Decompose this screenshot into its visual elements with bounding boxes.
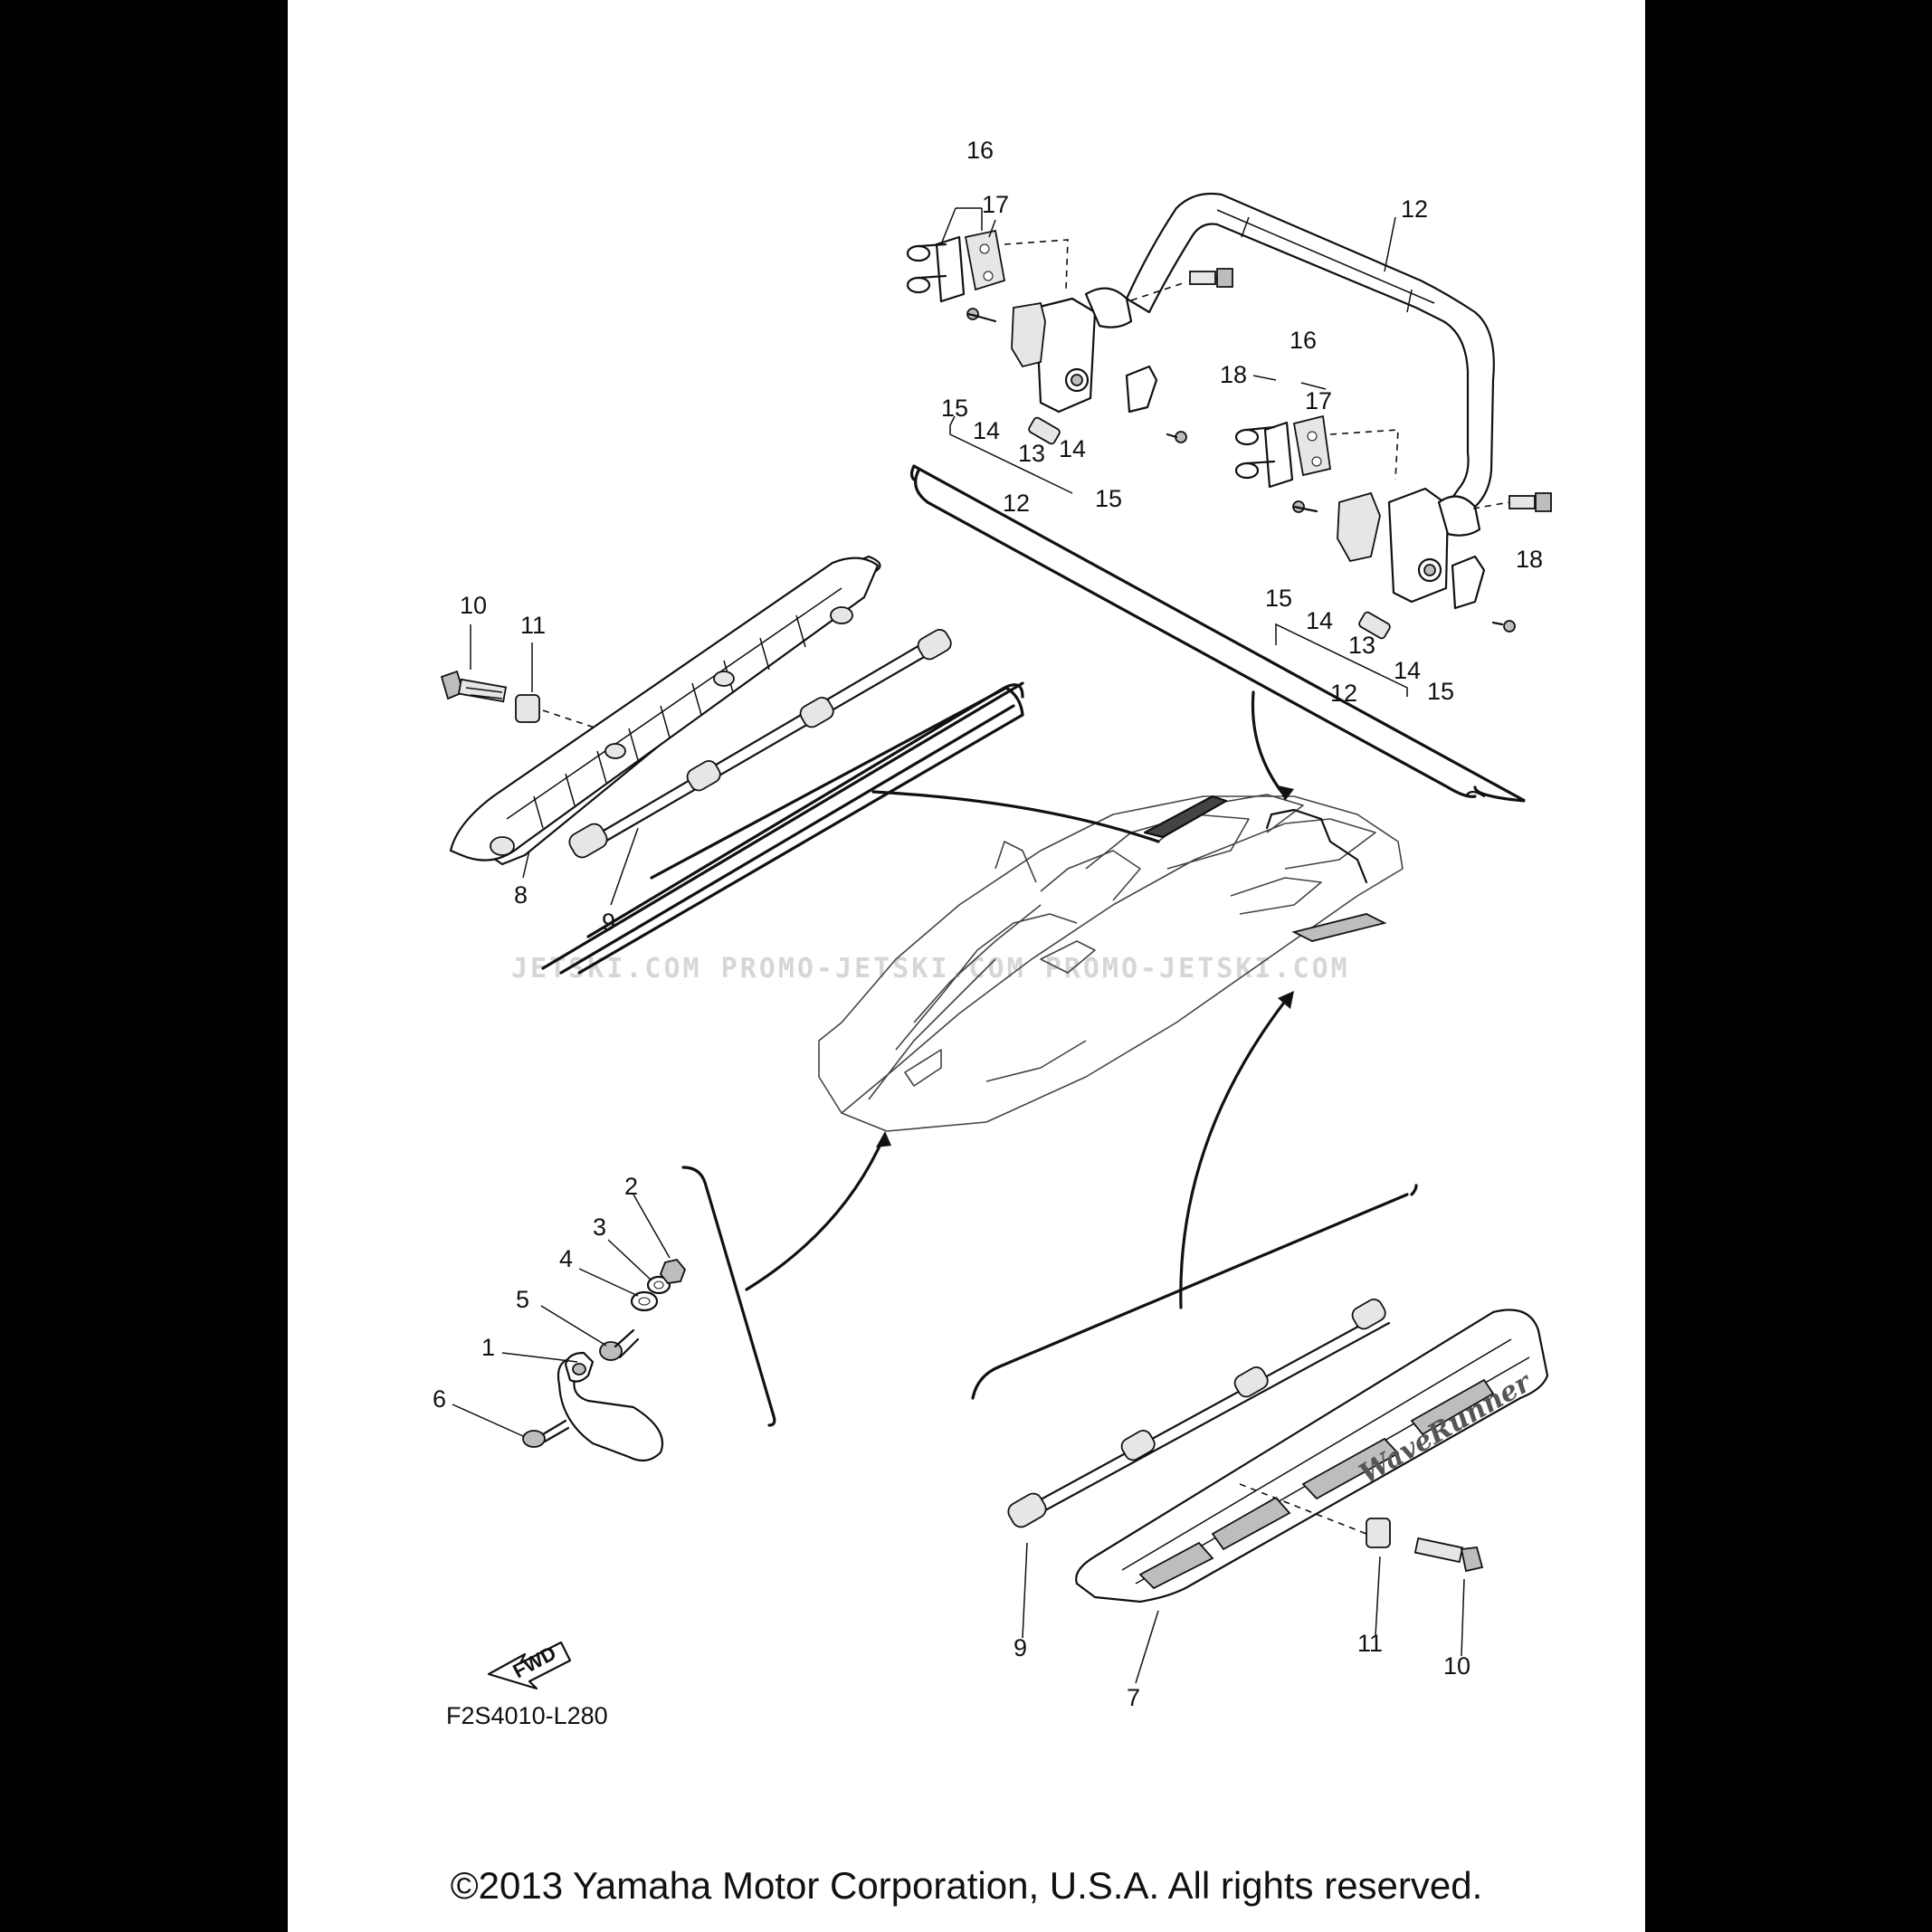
rear-grab-bar-assembly [906, 192, 1552, 697]
front-cleat-assembly [452, 1194, 687, 1462]
callout-10: 10 [460, 592, 487, 619]
watercraft-illustration [818, 794, 1404, 1132]
callout-18: 18 [1516, 546, 1543, 573]
leader-rear-bar [914, 469, 1477, 798]
callout-15: 15 [1427, 678, 1454, 705]
watermark-text: JETSKI.COM PROMO-JETSKI.COM PROMO-JETSKI… [511, 953, 1350, 985]
callout-16: 16 [966, 137, 994, 164]
parts-sheet [288, 0, 1645, 1932]
callout-10: 10 [1443, 1652, 1470, 1680]
callout-9: 9 [1014, 1634, 1027, 1661]
callout-17: 17 [1305, 387, 1332, 414]
callout-18: 18 [1220, 361, 1247, 388]
copyright-notice: ©2013 Yamaha Motor Corporation, U.S.A. A… [450, 1864, 1483, 1907]
callout-14: 14 [1059, 435, 1086, 462]
callout-4: 4 [559, 1245, 573, 1272]
callout-17: 17 [982, 191, 1009, 218]
callout-15: 15 [1095, 485, 1122, 512]
callout-9: 9 [602, 909, 615, 936]
callout-15: 15 [1265, 585, 1292, 612]
callout-15: 15 [941, 395, 968, 422]
callout-14: 14 [1394, 657, 1421, 684]
callout-12: 12 [1003, 490, 1030, 517]
callout-12: 12 [1330, 680, 1357, 707]
callout-13: 13 [1018, 440, 1045, 467]
fwd-direction-arrow: FWD [487, 1642, 572, 1690]
callout-14: 14 [1306, 607, 1333, 634]
callout-16: 16 [1290, 327, 1317, 354]
callout-11: 11 [1357, 1630, 1383, 1657]
callout-labels: 16 17 12 18 15 14 13 14 15 12 16 17 18 1… [433, 137, 1543, 1711]
callout-13: 13 [1348, 632, 1375, 659]
callout-11: 11 [520, 612, 546, 639]
callout-7: 7 [1127, 1684, 1140, 1711]
diagram-code: F2S4010-L280 [446, 1702, 608, 1729]
callout-12: 12 [1401, 195, 1428, 223]
callout-2: 2 [624, 1173, 638, 1200]
right-step-mat-assembly: WaveRunner [1007, 1299, 1549, 1684]
callout-6: 6 [433, 1385, 446, 1413]
callout-1: 1 [481, 1334, 495, 1361]
leader-lines [541, 464, 1526, 1427]
callout-8: 8 [514, 881, 528, 909]
left-step-assembly [440, 555, 952, 906]
callout-14: 14 [973, 417, 1000, 444]
callout-3: 3 [593, 1213, 606, 1241]
callout-5: 5 [516, 1286, 529, 1313]
